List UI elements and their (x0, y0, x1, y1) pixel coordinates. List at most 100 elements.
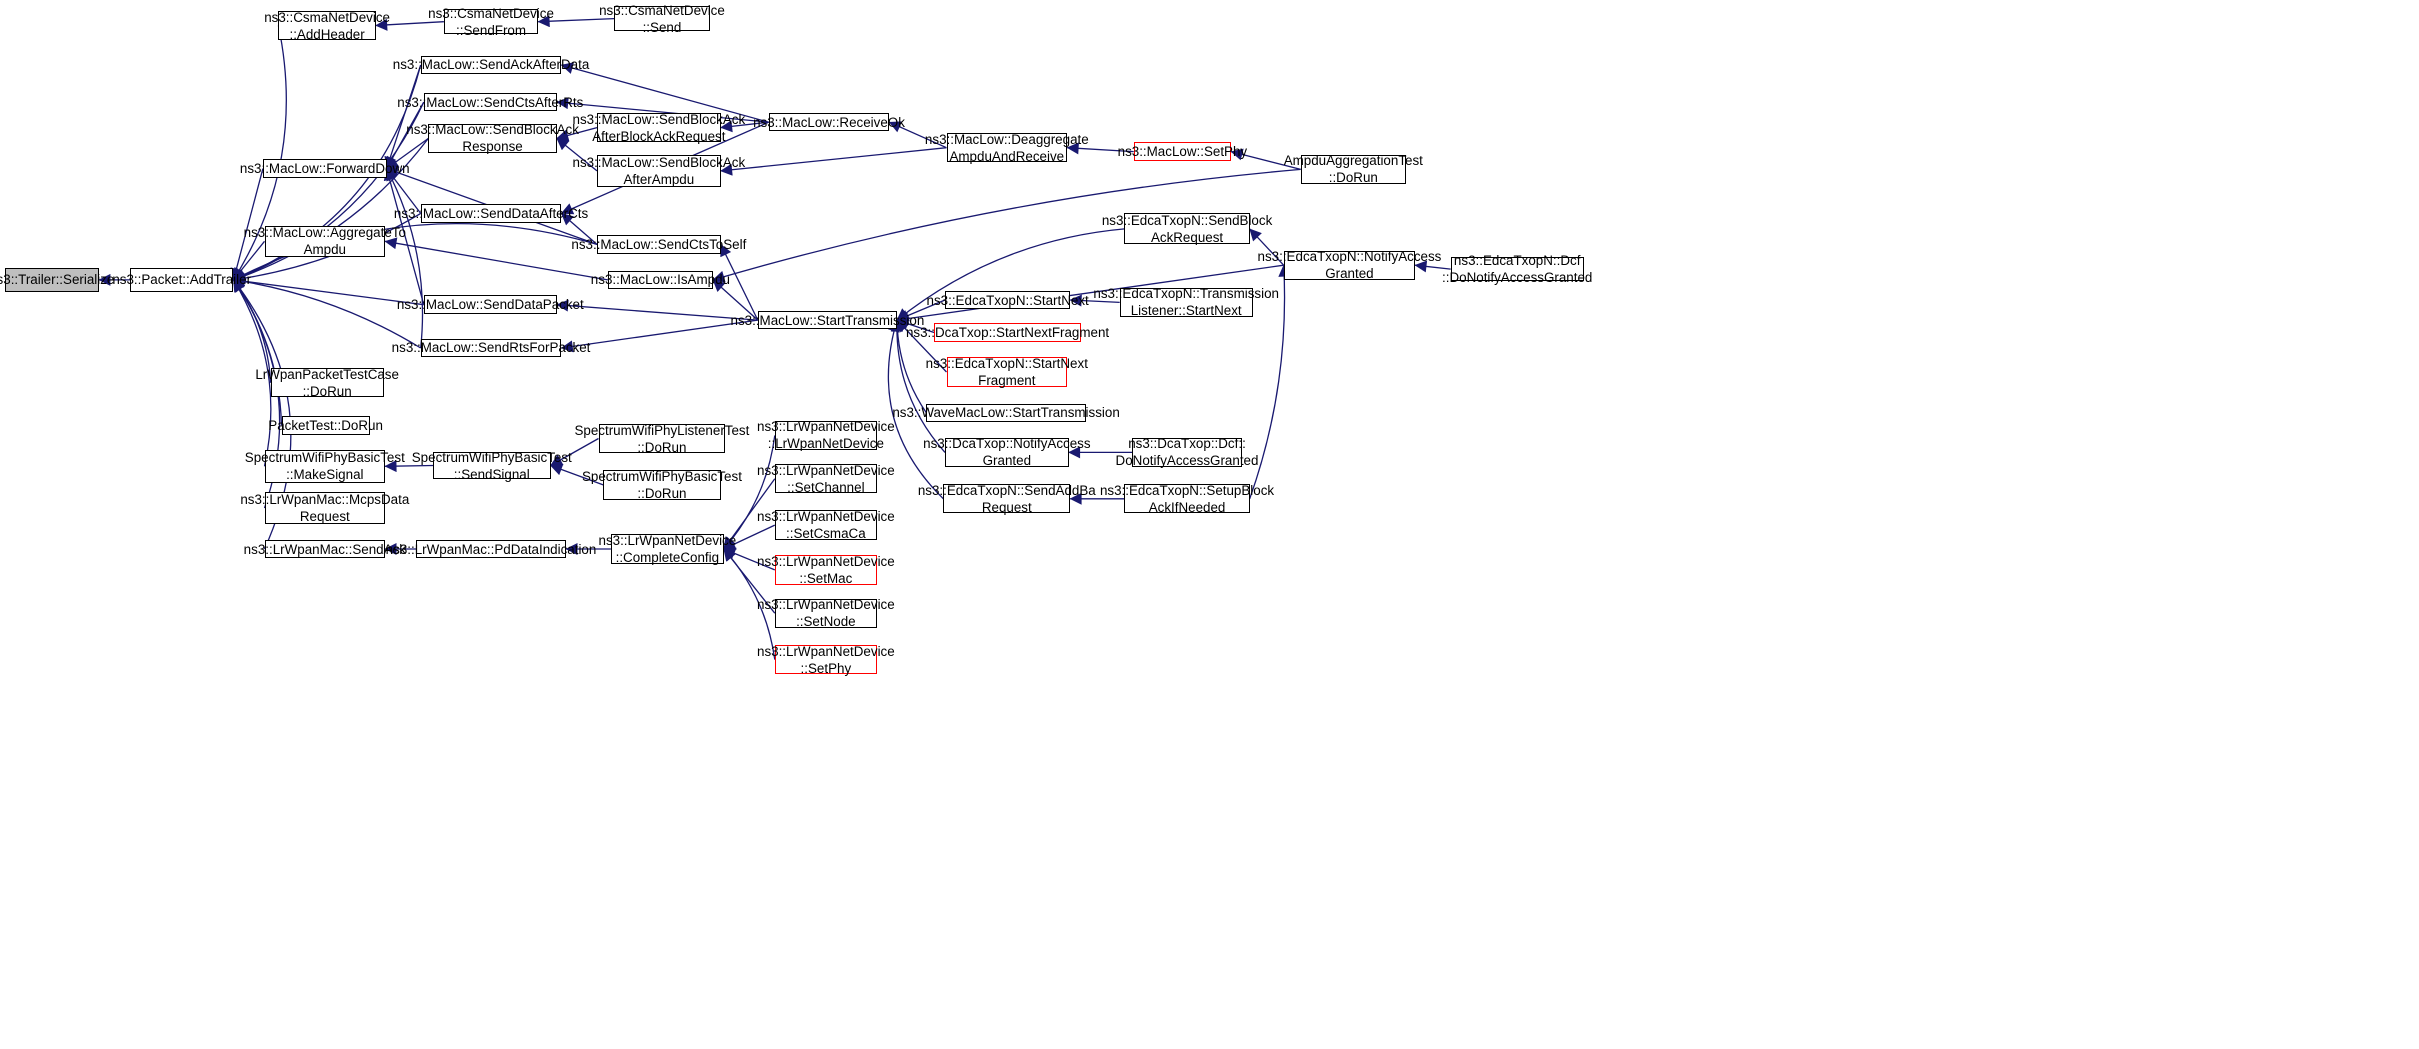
node-wavemaclow-starttransmission[interactable]: ns3::WaveMacLow::StartTransmission (892, 403, 1120, 423)
node-maclow-sendctsafterrts[interactable]: ns3::MacLow::SendCtsAfterRts (397, 92, 583, 112)
node-label-line: AfterBlockAckRequest (592, 128, 726, 144)
node-maclow-senddatapacket[interactable]: ns3::MacLow::SendDataPacket (397, 295, 584, 314)
node-packettest-dorun[interactable]: PacketTest::DoRun (268, 416, 383, 435)
node-ampdu-test-dorun[interactable]: AmpduAggregationTest::DoRun (1284, 153, 1423, 185)
node-lrwpan-setcsmaca[interactable]: ns3::LrWpanNetDevice::SetCsmaCa (757, 509, 895, 541)
call-edge (896, 264, 1284, 325)
node-label-line: ns3::MacLow::ForwardDown (239, 161, 410, 177)
node-label-line: ns3::DcaTxop::NotifyAccess (923, 436, 1091, 452)
node-maclow-receiveok[interactable]: ns3::MacLow::ReceiveOk (753, 112, 905, 132)
node-packet-addtrailer[interactable]: ns3::Packet::AddTrailer (112, 267, 251, 293)
node-csma-sendfrom[interactable]: ns3::CsmaNetDevice::SendFrom (428, 6, 554, 38)
call-edge (1249, 228, 1285, 266)
node-maclow-sendrtsforpacket[interactable]: ns3::MacLow::SendRtsForPacket (392, 338, 590, 358)
node-label-line: ::SetChannel (787, 479, 865, 495)
call-edge (556, 97, 769, 123)
node-lrwpan-packettest-dorun[interactable]: LrWpanPacketTestCase::DoRun (255, 367, 399, 399)
node-label-line: ns3::MacLow::IsAmpdu (590, 272, 730, 288)
call-edge (720, 243, 759, 321)
call-edge (1230, 148, 1301, 171)
node-lrwpan-setchannel[interactable]: ns3::LrWpanNetDevice::SetChannel (757, 463, 895, 495)
node-label-line: AmpduAggregationTest (1283, 153, 1423, 169)
call-edge (560, 319, 758, 353)
node-label-line: ns3::LrWpanNetDevice (757, 553, 895, 569)
node-label-line: SpectrumWifiPhyBasicTest (244, 450, 405, 466)
node-edca-dcf-donotify[interactable]: ns3::EdcaTxopN::Dcf::DoNotifyAccessGrant… (1442, 253, 1592, 285)
node-lrwpan-ctor[interactable]: ns3::LrWpanNetDevice::LrWpanNetDevice (757, 419, 895, 451)
node-maclow-senddataafterctx[interactable]: ns3::MacLow::SendDataAfterCts (394, 204, 588, 223)
call-edge (383, 168, 425, 305)
call-edge (556, 126, 598, 142)
node-label-line: ::SendSignal (453, 466, 530, 482)
node-dca-startnextfragment[interactable]: ns3::DcaTxop::StartNextFragment (906, 323, 1109, 342)
node-label-line: ns3::MacLow::SendAckAfterData (392, 57, 590, 73)
call-edge (1066, 142, 1134, 155)
node-edca-startnext[interactable]: ns3::EdcaTxopN::StartNext (927, 290, 1089, 310)
node-lrwpan-setphy[interactable]: ns3::LrWpanNetDevice::SetPhy (757, 644, 895, 676)
node-lrwpan-setnode[interactable]: ns3::LrWpanNetDevice::SetNode (757, 597, 895, 629)
node-label-line: ns3::LrWpanNetDevice (598, 533, 737, 549)
call-edge (550, 437, 599, 467)
node-lrwpanmac-sendack[interactable]: ns3::LrWpanMac::SendAck (244, 539, 406, 559)
node-trailer-serialize: ns3::Trailer::Serialize (0, 267, 114, 293)
node-label-line: Listener::StartNext (1130, 303, 1242, 319)
call-edge (1414, 260, 1451, 273)
node-lrwpan-completeconfig[interactable]: ns3::LrWpanNetDevice::CompleteConfig (599, 533, 737, 565)
node-label-line: ::DoRun (637, 439, 687, 455)
node-label-line: Request (981, 499, 1032, 515)
node-maclow-starttransmission[interactable]: ns3::MacLow::StartTransmission (731, 310, 924, 330)
node-label-line: ns3::MacLow::AggregateTo (243, 225, 406, 241)
node-label-line: ns3::MacLow::SendDataPacket (396, 297, 584, 313)
node-label-line: ns3::MacLow::SendBlockAck (572, 154, 746, 170)
node-label-line: ns3::LrWpanMac::SendAck (243, 541, 406, 557)
call-edge (887, 319, 944, 500)
node-spectrum-basictest-dorun[interactable]: SpectrumWifiPhyBasicTest::DoRun (582, 469, 742, 501)
node-label-line: ns3::MacLow::SetPhy (1117, 144, 1248, 160)
node-spectrum-makesignal[interactable]: SpectrumWifiPhyBasicTest::MakeSignal (245, 450, 405, 483)
call-edge (550, 463, 604, 486)
node-maclow-isampdu[interactable]: ns3::MacLow::IsAmpdu (591, 270, 730, 290)
node-maclow-setphy[interactable]: ns3::MacLow::SetPhy (1118, 142, 1247, 161)
node-spectrum-listenertest-dorun[interactable]: SpectrumWifiPhyListenerTest::DoRun (574, 423, 749, 455)
node-label-line: ns3::EdcaTxopN::StartNext (925, 356, 1088, 371)
node-csma-send[interactable]: ns3::CsmaNetDevice::Send (599, 3, 725, 35)
call-edge (720, 120, 769, 133)
node-csma-addheader[interactable]: ns3::CsmaNetDevice::AddHeader (264, 10, 390, 42)
node-label-line: ns3::EdcaTxopN::StartNext (926, 292, 1089, 308)
node-spectrum-sendsignal[interactable]: SpectrumWifiPhyBasicTest::SendSignal (412, 450, 572, 482)
call-edge (560, 62, 769, 123)
call-edge (560, 212, 598, 245)
node-label-line: ::SendFrom (456, 22, 527, 38)
node-dca-dcf-donotify[interactable]: ns3::DcaTxop::Dcf::DoNotifyAccessGranted (1116, 436, 1259, 468)
call-edge (712, 168, 1301, 283)
node-label-line: ns3::EdcaTxopN::SendAddBa (917, 482, 1096, 498)
node-label-line: ns3::LrWpanNetDevice (757, 462, 895, 478)
node-label-line: ::Send (642, 19, 682, 35)
node-label-line: ns3::EdcaTxopN::Transmission (1093, 286, 1279, 302)
call-edge (232, 25, 287, 281)
call-edge (232, 223, 598, 281)
call-edge (232, 279, 272, 467)
node-lrwpanmac-pddataindication[interactable]: ns3::LrWpanMac::PdDataIndication (386, 539, 596, 559)
node-maclow-sendctstoself[interactable]: ns3::MacLow::SendCtsToSelf (571, 235, 746, 254)
node-maclow-forwarddown[interactable]: ns3::MacLow::ForwardDown (240, 159, 410, 178)
node-label-line: AfterAmpdu (623, 171, 695, 187)
node-lrwpan-setmac[interactable]: ns3::LrWpanNetDevice::SetMac (757, 554, 895, 586)
node-maclow-sendackafterdata[interactable]: ns3::MacLow::SendAckAfterData (393, 55, 589, 75)
node-label-line: Fragment (978, 373, 1036, 388)
call-edge (720, 147, 947, 176)
